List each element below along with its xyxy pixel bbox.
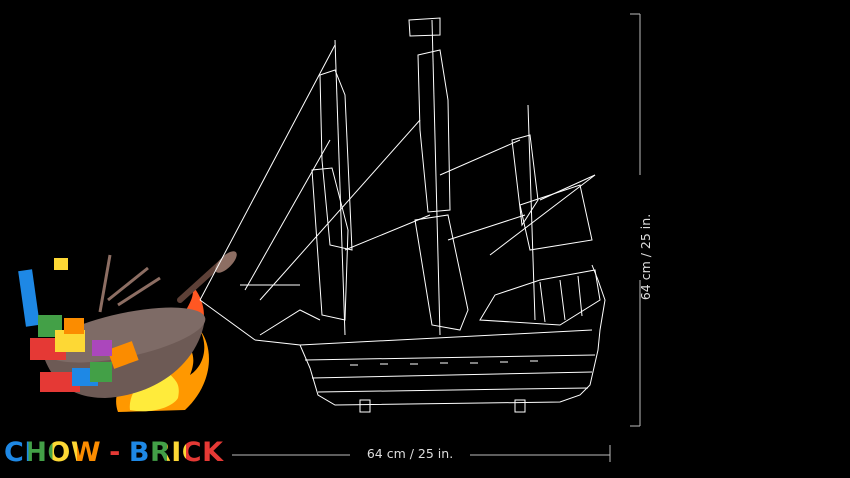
logo-part1: CHOW [4, 436, 102, 468]
ship-outline [199, 17, 606, 413]
wok-illustration [18, 251, 237, 412]
brick-icon [18, 269, 40, 327]
height-dimension-label: 64 cm / 25 in. [638, 213, 653, 301]
dimension-lines [232, 13, 641, 462]
logo-part2: BRICK [128, 436, 224, 468]
logo: CHOW - BRICK [4, 434, 224, 470]
logo-separator: - [109, 436, 121, 468]
width-dimension-label: 64 cm / 25 in. [366, 446, 454, 461]
